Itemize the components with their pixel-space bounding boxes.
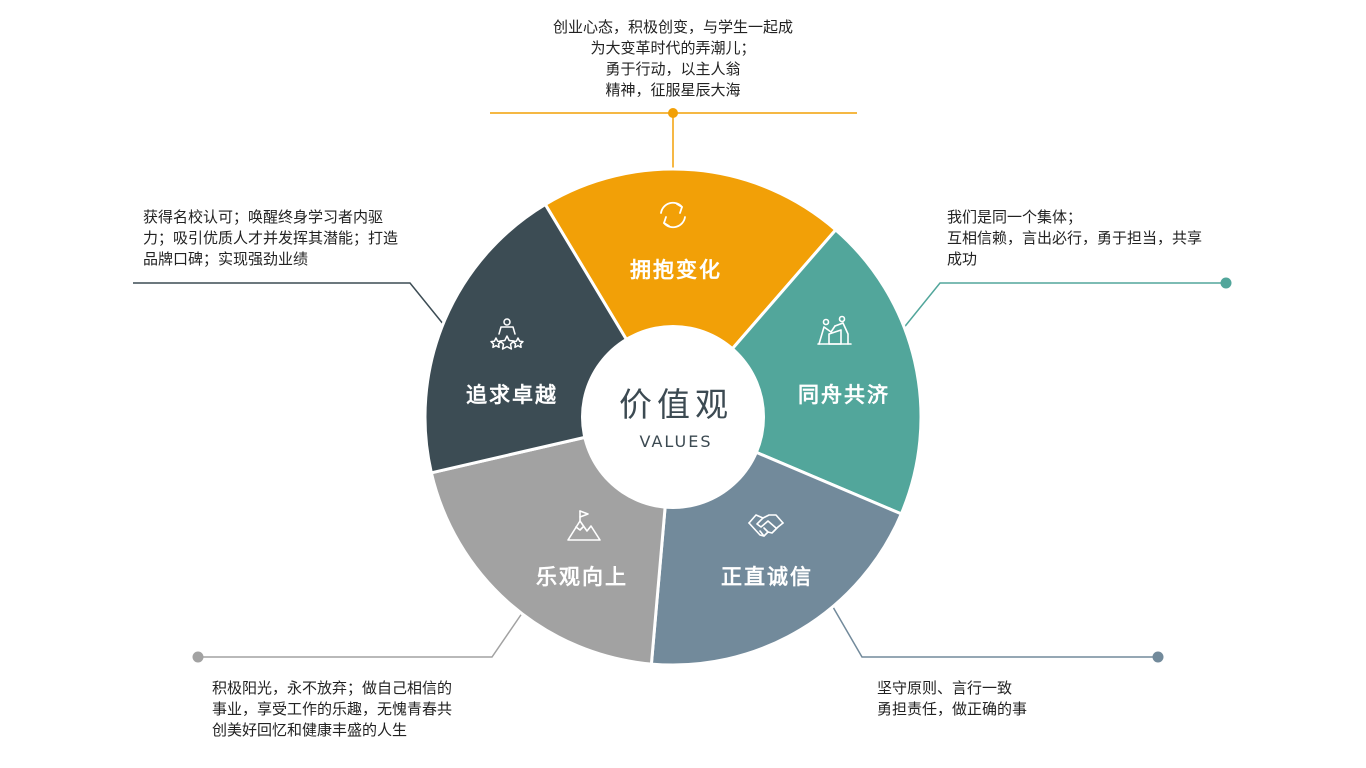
person-stars-icon bbox=[490, 318, 524, 350]
connector-lines bbox=[133, 108, 1232, 663]
description-line: 事业，享受工作的乐趣，无愧青春共 bbox=[212, 700, 453, 718]
description-line: 精神，征服星辰大海 bbox=[605, 81, 741, 99]
description-line: 成功 bbox=[947, 250, 978, 268]
description-line: 获得名校认可；唤醒终身学习者内驱 bbox=[143, 208, 384, 226]
description-line: 创业心态，积极创变，与学生一起成 bbox=[552, 18, 793, 36]
description-same-boat: 我们是同一个集体； 互相信赖，言出必行，勇于担当，共享 成功 bbox=[947, 207, 1202, 270]
description-optimism: 积极阳光，永不放弃；做自己相信的 事业，享受工作的乐趣，无愧青春共 创美好回忆和… bbox=[212, 678, 452, 741]
description-line: 积极阳光，永不放弃；做自己相信的 bbox=[212, 679, 453, 697]
description-integrity: 坚守原则、言行一致 勇担责任，做正确的事 bbox=[877, 678, 1027, 720]
refresh-arrows-icon bbox=[660, 201, 686, 229]
team-push-icon bbox=[817, 315, 852, 345]
connector-same-boat bbox=[901, 277, 1232, 331]
description-line: 我们是同一个集体； bbox=[947, 208, 1083, 226]
segment-label-optimism: 乐观向上 bbox=[536, 565, 628, 589]
description-line: 力；吸引优质人才并发挥其潜能；打造 bbox=[143, 229, 399, 247]
segment-label-embrace-change: 拥抱变化 bbox=[630, 258, 722, 282]
center-title: 价值观 bbox=[619, 385, 733, 424]
description-line: 为大变革时代的弄潮儿； bbox=[590, 39, 756, 57]
center-circle: 价值观 VALUES bbox=[581, 325, 765, 509]
description-line: 互相信赖，言出必行，勇于担当，共享 bbox=[947, 229, 1203, 247]
center-subtitle: VALUES bbox=[640, 432, 713, 451]
connector-optimism bbox=[192, 605, 528, 663]
connector-embrace-change bbox=[490, 108, 857, 172]
mountain-flag-icon bbox=[567, 510, 601, 541]
description-line: 勇于行动，以主人翁 bbox=[605, 60, 741, 78]
description-line: 勇担责任，做正确的事 bbox=[877, 700, 1028, 718]
connector-integrity bbox=[825, 594, 1164, 663]
description-line: 创美好回忆和健康丰盛的人生 bbox=[212, 721, 408, 739]
description-line: 品牌口碑；实现强劲业绩 bbox=[143, 250, 309, 268]
segments-layer bbox=[423, 167, 923, 667]
description-excellence: 获得名校认可；唤醒终身学习者内驱 力；吸引优质人才并发挥其潜能；打造 品牌口碑；… bbox=[143, 207, 398, 270]
handshake-icon bbox=[748, 514, 784, 537]
segment-label-same-boat: 同舟共济 bbox=[798, 383, 890, 407]
connector-excellence bbox=[133, 282, 449, 331]
segment-label-integrity: 正直诚信 bbox=[721, 565, 813, 589]
segment-label-excellence: 追求卓越 bbox=[466, 383, 558, 407]
description-embrace-change: 创业心态，积极创变，与学生一起成 为大变革时代的弄潮儿； 勇于行动，以主人翁 精… bbox=[520, 17, 826, 101]
description-line: 坚守原则、言行一致 bbox=[877, 679, 1013, 697]
